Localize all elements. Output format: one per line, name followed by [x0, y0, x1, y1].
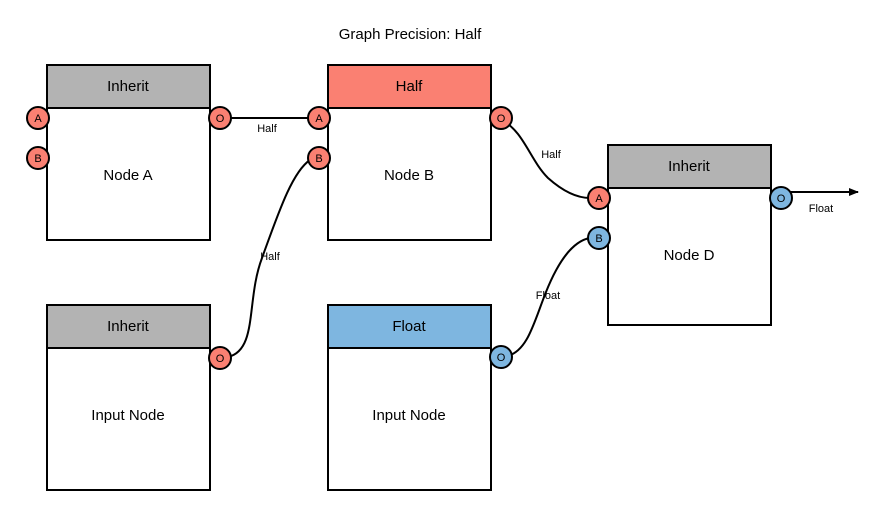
node-a-header-label: Inherit — [107, 78, 150, 95]
edge-label-b-to-d: Half — [541, 149, 562, 161]
node-input-node-2[interactable]: Float Input Node O — [327, 304, 513, 491]
input-node-1-header-label: Inherit — [107, 318, 150, 335]
node-a-port-in-b[interactable]: B — [26, 146, 50, 170]
node-node-b[interactable]: Half Node B A B O — [307, 64, 513, 241]
node-b-port-in-b-label: B — [315, 153, 322, 165]
node-b-port-in-a[interactable]: A — [307, 106, 331, 130]
edge-label-in2-to-d: Float — [536, 290, 560, 302]
node-a-port-out-o[interactable]: O — [208, 106, 232, 130]
input-node-1-body-label: Input Node — [91, 407, 164, 424]
edge-label-in1-to-b: Half — [260, 251, 281, 263]
edges-layer: Half Half Half Float Float — [222, 117, 859, 358]
node-b-header — [327, 64, 492, 109]
input-node-2-port-out-o[interactable]: O — [489, 345, 513, 369]
node-d-port-in-b[interactable]: B — [587, 226, 611, 250]
input-node-1-port-out-o-label: O — [216, 353, 225, 365]
node-a-port-in-a-label: A — [34, 113, 42, 125]
node-d-port-out-o[interactable]: O — [769, 186, 793, 210]
edge-b-to-d — [501, 119, 591, 199]
input-node-1-header — [46, 304, 211, 349]
input-node-2-header-label: Float — [392, 318, 426, 335]
node-b-body-label: Node B — [384, 167, 434, 184]
node-node-d[interactable]: Inherit Node D A B O — [587, 144, 793, 326]
node-input-node-1[interactable]: Inherit Input Node O — [46, 304, 232, 491]
node-a-header — [46, 64, 211, 109]
edge-label-a-to-b: Half — [257, 123, 278, 135]
node-b-port-in-a-label: A — [315, 113, 323, 125]
node-b-header-label: Half — [396, 78, 424, 95]
edge-in2-to-d — [507, 237, 591, 357]
node-a-port-in-b-label: B — [34, 153, 41, 165]
input-node-2-port-out-o-label: O — [497, 352, 506, 364]
input-node-2-body-label: Input Node — [372, 407, 445, 424]
node-d-header — [607, 144, 772, 189]
node-d-body-label: Node D — [664, 247, 715, 264]
node-b-port-in-b[interactable]: B — [307, 146, 331, 170]
node-d-port-in-a[interactable]: A — [587, 186, 611, 210]
node-d-port-in-b-label: B — [595, 233, 602, 245]
input-node-1-port-out-o[interactable]: O — [208, 346, 232, 370]
edge-label-d-output: Float — [809, 203, 833, 215]
node-a-port-in-a[interactable]: A — [26, 106, 50, 130]
page-title: Graph Precision: Half — [339, 26, 482, 43]
node-a-body-label: Node A — [103, 167, 152, 184]
input-node-2-header — [327, 304, 492, 349]
node-a-port-out-o-label: O — [216, 113, 225, 125]
node-d-header-label: Inherit — [668, 158, 711, 175]
node-b-port-out-o-label: O — [497, 113, 506, 125]
edge-in1-to-b — [227, 159, 311, 358]
node-d-port-out-o-label: O — [777, 193, 786, 205]
node-node-a[interactable]: Inherit Node A A B O — [26, 64, 232, 241]
node-d-port-in-a-label: A — [595, 193, 603, 205]
node-b-port-out-o[interactable]: O — [489, 106, 513, 130]
